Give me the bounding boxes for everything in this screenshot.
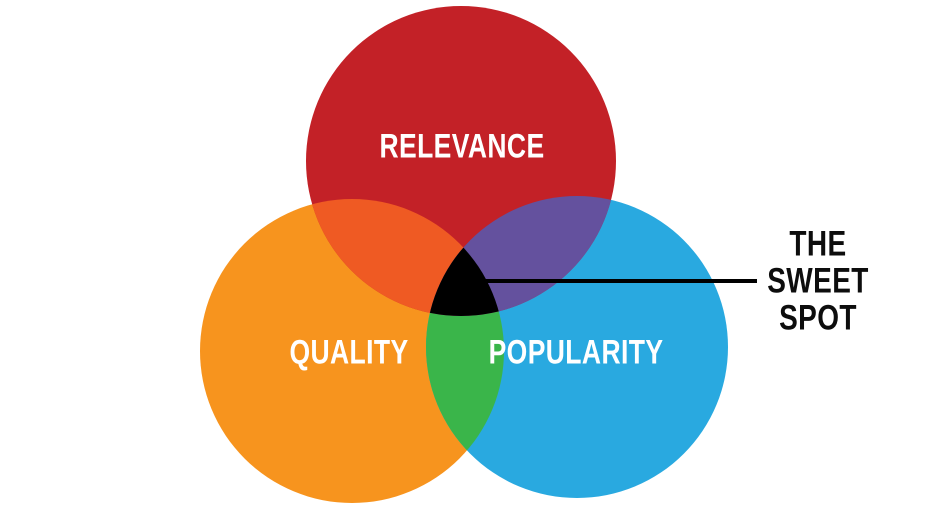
sweet-spot-callout-line2: SWEET <box>767 261 869 301</box>
sweet-spot-callout-line1: THE <box>789 224 847 264</box>
quality-label: QUALITY <box>289 333 409 372</box>
sweet-spot-callout-line3: SPOT <box>779 298 857 338</box>
relevance-popularity-overlap <box>426 196 616 316</box>
sweet-spot-callout: THE SWEET SPOT <box>767 226 869 337</box>
popularity-label: POPULARITY <box>488 333 664 372</box>
relevance-label: RELEVANCE <box>379 127 545 166</box>
relevance-quality-overlap <box>306 199 504 316</box>
